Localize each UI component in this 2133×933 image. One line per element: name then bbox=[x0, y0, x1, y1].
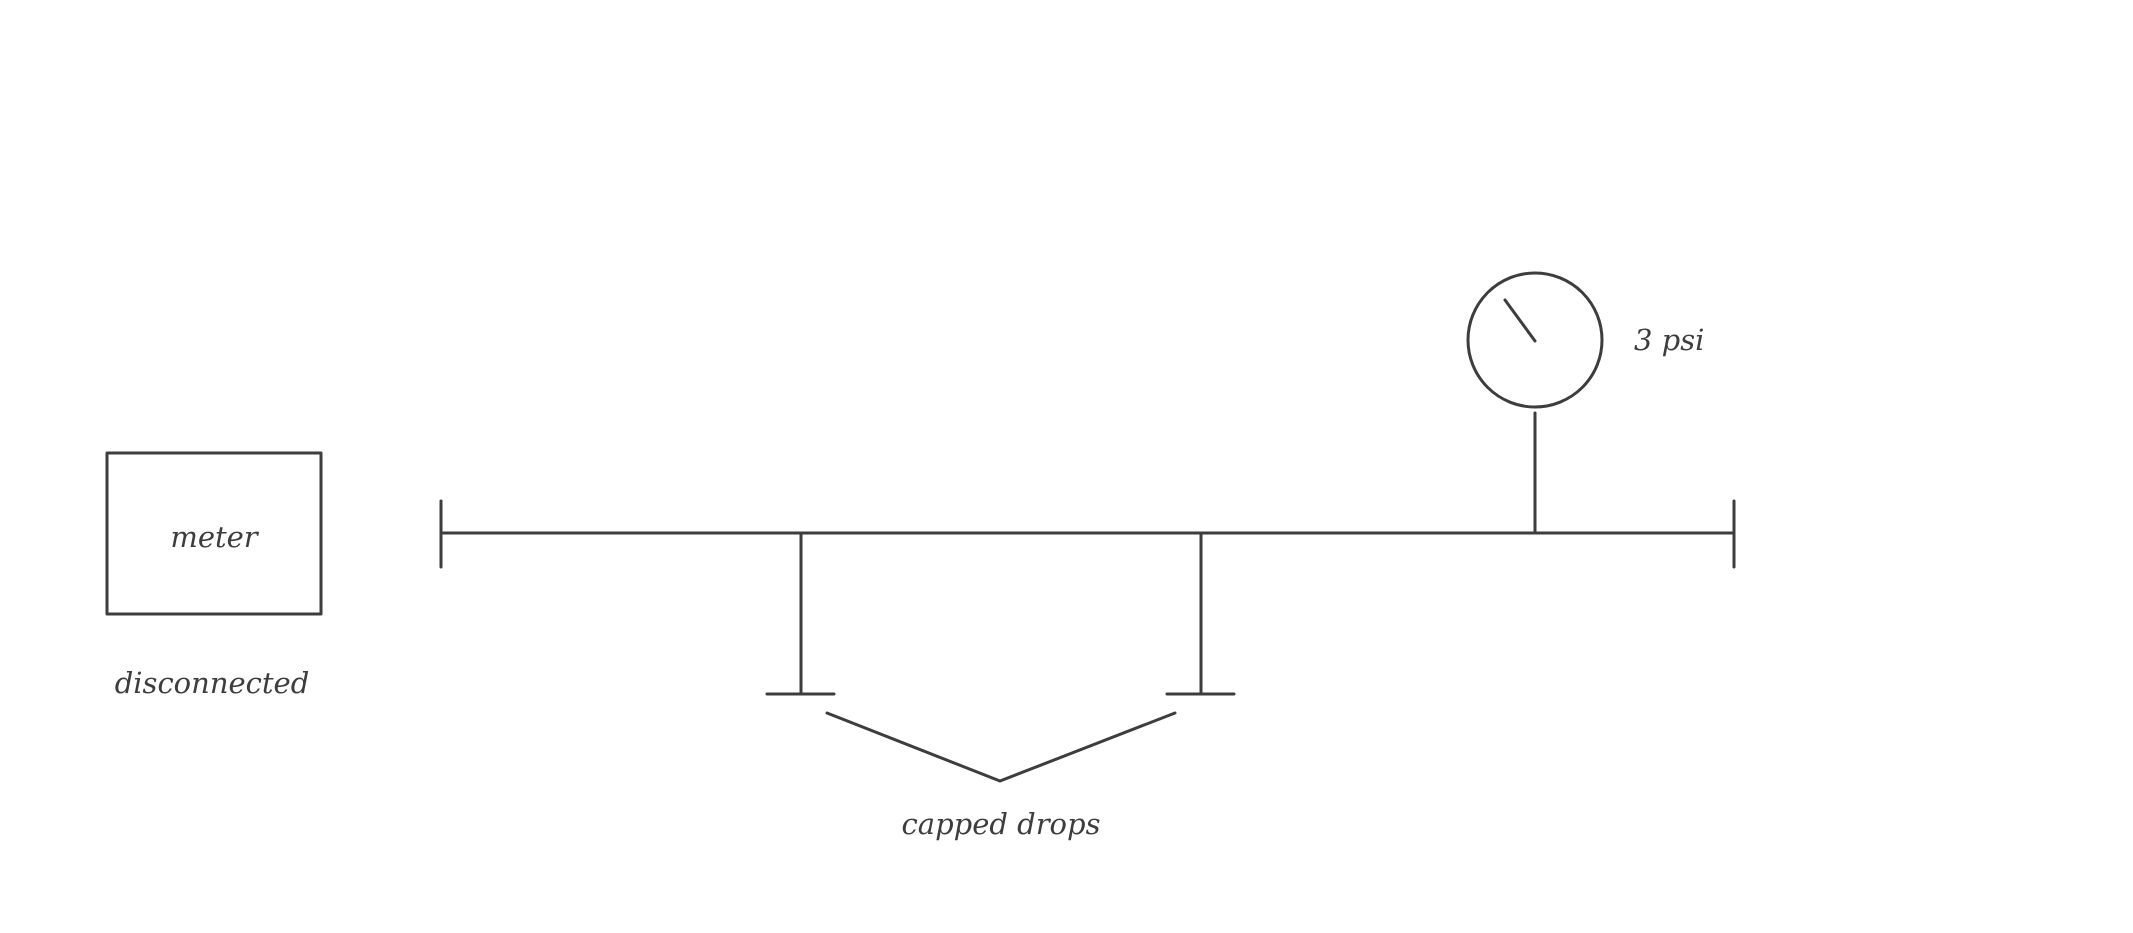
meter-status-label: disconnected bbox=[115, 666, 310, 700]
meter-box bbox=[105, 451, 323, 616]
gauge-dial bbox=[1466, 271, 1604, 409]
drops-callout-bracket bbox=[825, 711, 1177, 783]
meter-label: meter bbox=[170, 520, 259, 554]
capped-drops-label: capped drops bbox=[902, 807, 1101, 841]
gauge-needle bbox=[1503, 298, 1537, 343]
main-pipe bbox=[439, 499, 1736, 569]
capped-drops-group: capped drops bbox=[765, 531, 1236, 841]
pressure-gauge-group: 3 psi bbox=[1466, 271, 1704, 535]
meter-group: meter disconnected bbox=[105, 451, 323, 700]
gauge-reading-label: 3 psi bbox=[1634, 323, 1704, 357]
